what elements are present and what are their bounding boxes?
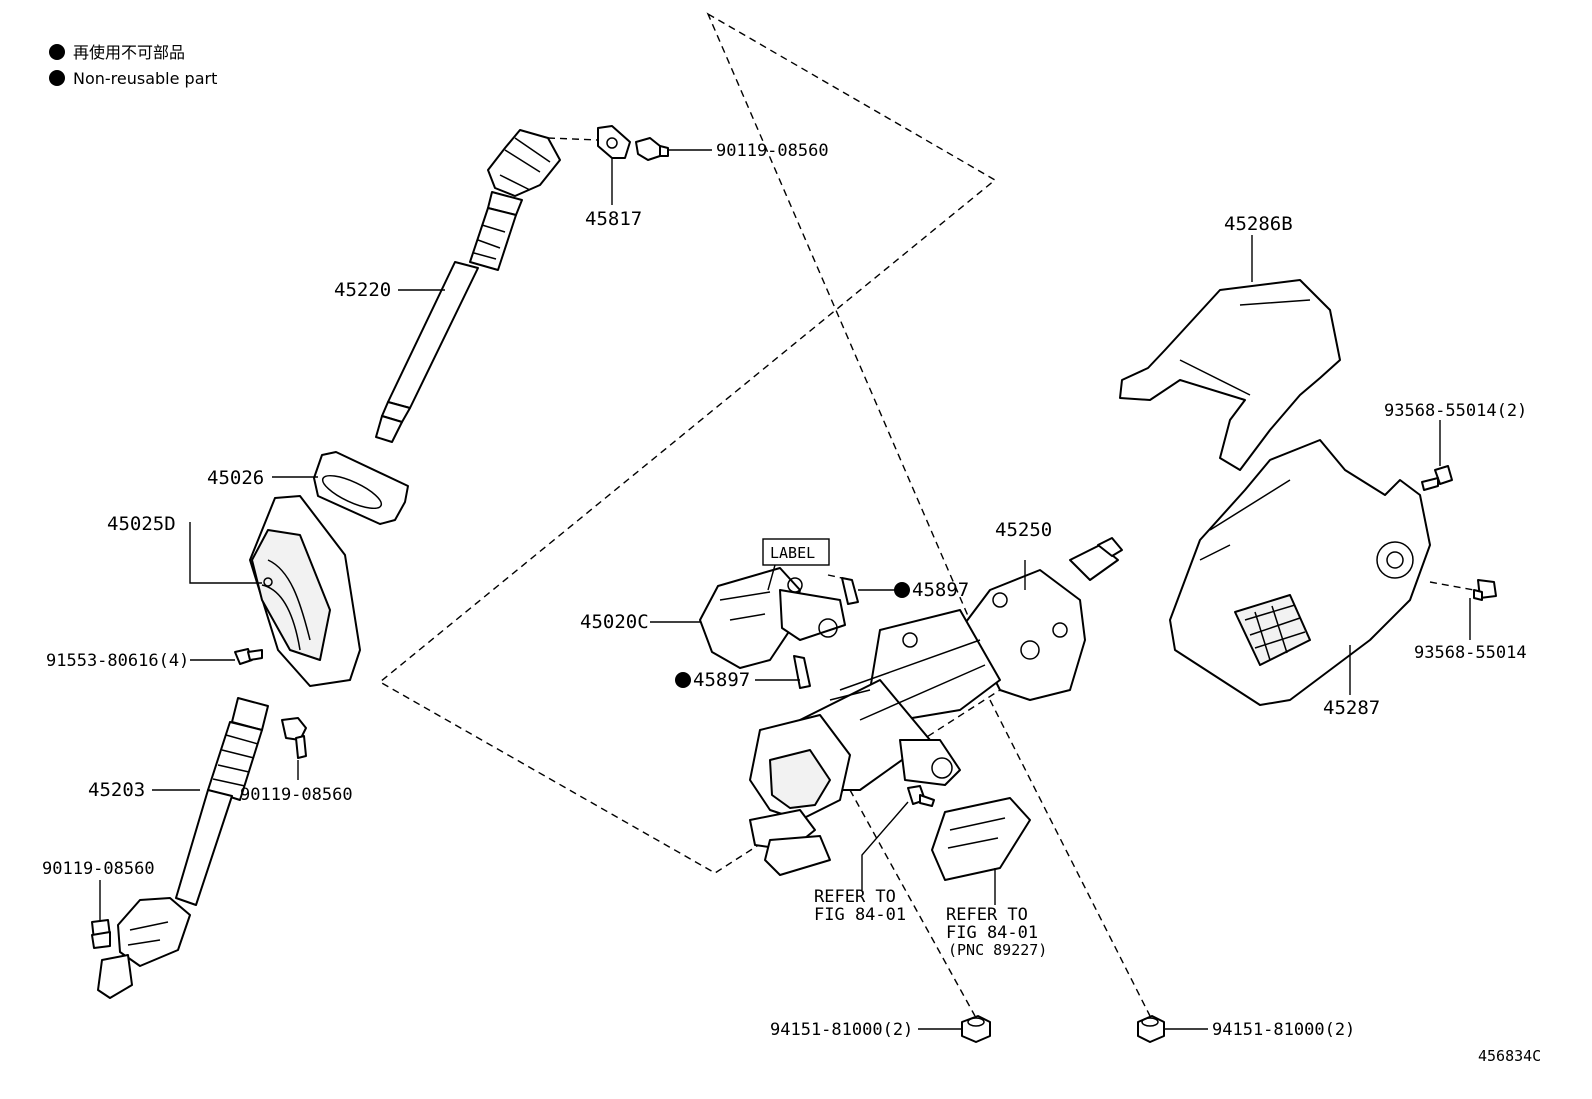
bearing-45026 [313,451,409,525]
label-93568-55014-2: 93568-55014(2) [1384,401,1527,421]
label-45020C: 45020C [580,611,649,633]
label-90119-08560-top: 90119-08560 [716,141,829,161]
label-refer2-line2: FIG 84-01 [946,923,1038,943]
label-refer2-line1: REFER TO [946,905,1028,925]
label-45897-b: 45897 [693,669,750,691]
bracket-89227 [931,797,1031,881]
legend-text-jp: 再使用不可部品 [73,43,185,62]
legend: 再使用不可部品 Non-reusable part [49,43,217,88]
cover-45287 [1169,439,1431,706]
label-94151-left: 94151-81000(2) [770,1020,913,1040]
label-45220: 45220 [334,279,391,301]
legend-marker-jp [49,44,65,60]
label-45286B: 45286B [1224,213,1293,235]
label-box-text: LABEL [770,544,815,562]
leader-lines [99,149,1471,1030]
label-box [762,538,830,566]
bolt-90119-08560-low [91,919,111,949]
label-90119-08560-mid: 90119-08560 [240,785,353,805]
plate-45817 [547,125,631,159]
label-91553-80616: 91553-80616(4) [46,651,189,671]
label-refer1-line1: REFER TO [814,887,896,907]
label-45817: 45817 [585,208,642,230]
label-94151-right: 94151-81000(2) [1212,1020,1355,1040]
label-45203: 45203 [88,779,145,801]
label-refer2-line3: (PNC 89227) [948,941,1047,959]
column-45250 [749,537,1123,876]
nonreusable-marker-45897-a [894,582,910,598]
legend-text-en: Non-reusable part [73,69,217,88]
screw-93568-55014 [1429,579,1497,601]
assembly-boundary [378,12,1001,874]
label-45897-a: 45897 [912,579,969,601]
bolt-90119-08560-mid [281,717,307,759]
label-refer1-line2: FIG 84-01 [814,905,906,925]
lock-45020C [699,538,846,669]
nut-94151-left [961,1015,991,1043]
label-93568-55014: 93568-55014 [1414,643,1527,663]
screw-45897-b [793,655,811,689]
cover-45025D [249,495,361,687]
bolt-91553-80616 [234,648,263,665]
bolt-column [907,785,935,807]
label-90119-08560-low: 90119-08560 [42,859,155,879]
figure-id: 456834C [1478,1047,1541,1065]
shaft-45203 [97,697,269,999]
nut-94151-right [1137,1015,1165,1043]
cover-45286B [1119,279,1341,471]
label-45250: 45250 [995,519,1052,541]
legend-marker-en [49,70,65,86]
screw-45897-a [827,574,859,605]
label-45025D: 45025D [107,513,176,535]
nonreusable-marker-45897-b [675,672,691,688]
screw-93568-55014-2 [1421,465,1453,491]
bolt-90119-08560-top [635,137,669,161]
shaft-45220 [375,129,561,443]
label-45287: 45287 [1323,697,1380,719]
label-45026: 45026 [207,467,264,489]
